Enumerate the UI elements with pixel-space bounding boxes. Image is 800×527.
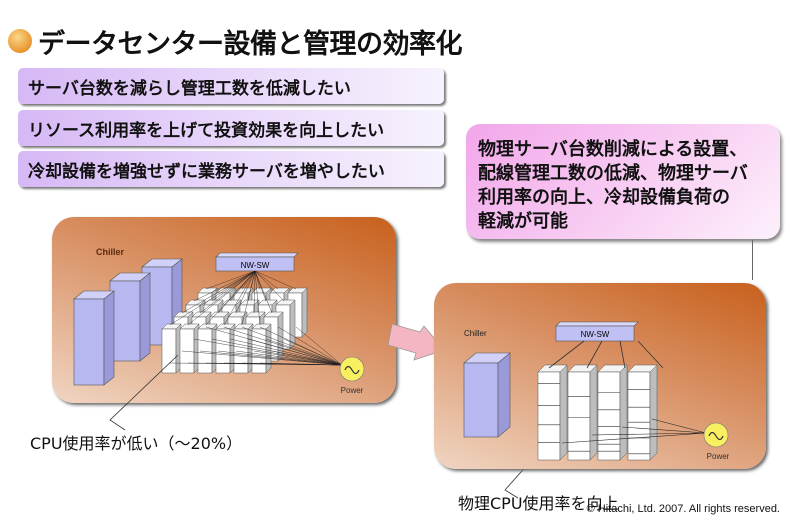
network-cable — [217, 270, 256, 314]
power-cable — [271, 350, 343, 366]
switch-label: NW-SW — [241, 261, 270, 270]
network-cable — [254, 270, 297, 290]
network-cable — [637, 340, 664, 369]
goal-bar: 冷却設備を増強せずに業務サーバを増やしたい — [18, 151, 444, 187]
before-annotation: CPU使用率が低い（～20%） — [30, 434, 243, 453]
network-cable — [254, 270, 261, 290]
callout-line: 利用率の向上、冷却設備負荷の — [478, 187, 730, 208]
network-cable — [254, 270, 261, 326]
network-cable — [223, 270, 256, 326]
server-rack — [179, 323, 200, 374]
goal-text: リソース利用率を上げて投資効果を向上したい — [28, 120, 385, 141]
server-racks — [537, 340, 707, 461]
network-cable — [169, 270, 256, 326]
power-source: Power — [339, 356, 365, 395]
power-cable — [277, 326, 343, 366]
switch-label: NW-SW — [581, 330, 610, 339]
network-cable — [187, 270, 256, 326]
network-cable — [223, 270, 256, 290]
power-cable — [253, 350, 343, 366]
power-cable — [223, 326, 343, 366]
power-cable — [241, 326, 343, 366]
power-cable — [265, 338, 343, 366]
network-switch: NW-SW — [215, 252, 299, 272]
after-annotation: 物理CPU使用率を向上 — [458, 494, 619, 513]
server-rack — [567, 364, 598, 461]
copyright: © Hitachi, Ltd. 2007. All rights reserve… — [586, 503, 780, 515]
goal-text: 冷却設備を増強せずに業務サーバを増やしたい — [28, 161, 385, 182]
power-cable — [283, 338, 343, 366]
benefit-callout: 物理サーバ台数削減による設置、 配線管理工数の低減、物理サーバ 利用率の向上、冷… — [466, 124, 780, 239]
network-cable — [193, 270, 256, 302]
goal-bar: リソース利用率を上げて投資効果を向上したい — [18, 110, 444, 146]
power-cable — [199, 350, 343, 366]
network-switch: NW-SW — [555, 321, 639, 342]
power-icon — [344, 365, 360, 375]
network-cable — [235, 270, 256, 314]
network-cable — [254, 270, 273, 314]
network-cable — [199, 270, 256, 314]
network-cable — [586, 340, 603, 369]
server-rack — [233, 323, 254, 374]
network-cable — [241, 270, 256, 326]
chiller-label: Chiller — [96, 247, 125, 257]
after-diagram: Chiller NW-SW Power — [463, 321, 730, 461]
power-cable — [259, 362, 343, 366]
annotation-leader — [109, 354, 179, 431]
before-diagram: Chiller NW-SW Power — [73, 247, 365, 395]
callout-line: 軽減が可能 — [478, 211, 568, 232]
server-rack — [597, 364, 628, 461]
cables — [169, 270, 343, 366]
server-rack — [161, 323, 182, 374]
network-cable — [205, 270, 256, 290]
callout-connector — [752, 240, 753, 280]
power-cable — [621, 426, 707, 434]
bullet-icon — [8, 29, 32, 53]
server-rack — [537, 364, 568, 461]
power-label: Power — [341, 386, 364, 395]
power-label: Power — [707, 452, 730, 461]
network-cable — [254, 270, 285, 302]
callout-line: 配線管理工数の低減、物理サーバ — [478, 163, 748, 184]
power-source: Power — [703, 422, 730, 461]
network-cable — [241, 270, 256, 290]
power-icon — [708, 431, 724, 441]
chiller-unit — [463, 352, 511, 438]
chiller-unit — [73, 290, 115, 386]
network-cable — [619, 340, 626, 369]
chiller-label: Chiller — [464, 329, 487, 338]
goal-text: サーバ台数を減らし管理工数を低減したい — [28, 78, 351, 99]
chiller-unit — [109, 272, 151, 362]
power-cable — [181, 350, 343, 366]
power-cable — [561, 432, 707, 444]
power-cable — [229, 338, 343, 366]
power-cable — [217, 350, 343, 366]
server-rack — [627, 364, 658, 461]
power-cable — [235, 350, 343, 366]
power-cable — [247, 338, 343, 366]
callout-line: 物理サーバ台数削減による設置、 — [478, 139, 748, 160]
power-cable — [193, 338, 343, 366]
network-cable — [548, 340, 585, 369]
power-cable — [295, 326, 343, 366]
title-row: データセンター設備と管理の効率化 — [8, 24, 463, 60]
transition-arrow — [387, 323, 445, 361]
server-rack — [251, 323, 272, 374]
network-cable — [229, 270, 256, 302]
page-title: データセンター設備と管理の効率化 — [38, 28, 463, 60]
network-cable — [211, 270, 256, 302]
power-cable — [651, 418, 707, 434]
network-cable — [254, 270, 279, 290]
goal-bar: サーバ台数を減らし管理工数を低減したい — [18, 68, 444, 104]
network-cable — [253, 270, 256, 314]
power-cable — [591, 432, 707, 436]
